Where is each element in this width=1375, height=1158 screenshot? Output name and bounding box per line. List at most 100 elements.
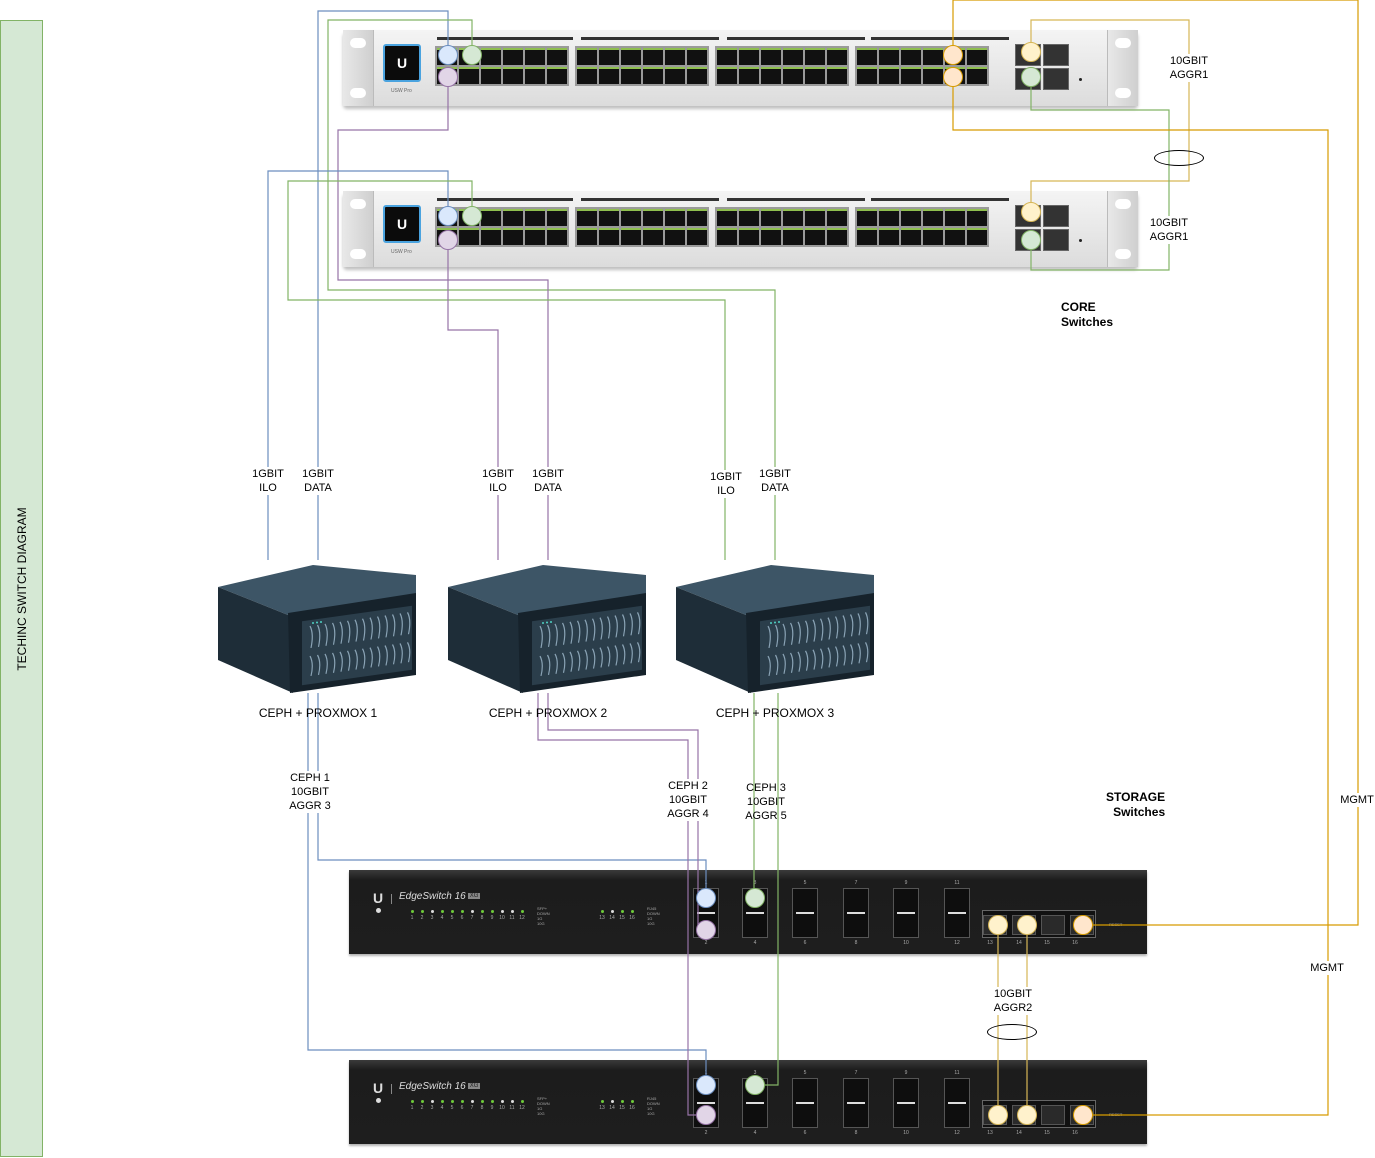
rj45-port bbox=[923, 67, 943, 84]
label-line: 10GBIT bbox=[1150, 217, 1188, 229]
port-group bbox=[715, 46, 849, 86]
port-marker-core2-green bbox=[462, 206, 482, 226]
port-number: 11 bbox=[954, 1070, 960, 1076]
cable-server1-storage2 bbox=[307, 693, 707, 1085]
label-line: 10G bbox=[647, 921, 655, 926]
label-line: CORE bbox=[1061, 300, 1096, 314]
port-number: 16 bbox=[1072, 1130, 1078, 1136]
port-number: 10 bbox=[903, 1130, 909, 1136]
label-line: DATA bbox=[304, 482, 332, 494]
rj45-port bbox=[525, 48, 545, 65]
label-line: 14 bbox=[609, 1105, 615, 1111]
label-line: RJ45 bbox=[647, 906, 657, 911]
rj45-port bbox=[577, 48, 597, 65]
rj45-port bbox=[857, 228, 877, 245]
reset-hole bbox=[1079, 239, 1082, 242]
rj45-port bbox=[879, 209, 899, 226]
rack-ear-left bbox=[343, 191, 374, 267]
rj45-port bbox=[717, 48, 737, 65]
rj45-port bbox=[967, 67, 987, 84]
label-line: 10 bbox=[499, 1105, 505, 1111]
led: 15 bbox=[617, 910, 627, 922]
label-line: 9 bbox=[490, 915, 494, 921]
label-line: 10G bbox=[537, 1111, 545, 1116]
cable-mgmt-1 bbox=[952, 0, 1359, 926]
port-number: 14 bbox=[1016, 940, 1022, 946]
label-line: 3 bbox=[430, 1105, 434, 1111]
led: 14 bbox=[607, 1100, 617, 1112]
label-line: 5 bbox=[450, 915, 454, 921]
led: 7 bbox=[467, 1100, 477, 1112]
rj45-port bbox=[717, 67, 737, 84]
rj45-port bbox=[621, 228, 641, 245]
label-line: 6 bbox=[460, 915, 464, 921]
rj45-port bbox=[783, 48, 803, 65]
rj45-port bbox=[879, 228, 899, 245]
led: 12 bbox=[517, 910, 527, 922]
rj45-port bbox=[503, 67, 523, 84]
rj45-port bbox=[665, 48, 685, 65]
rj45-port bbox=[783, 228, 803, 245]
led: 3 bbox=[427, 910, 437, 922]
label-line: DOWN bbox=[537, 1101, 550, 1106]
rj45-port bbox=[547, 209, 567, 226]
port-marker-storage1-port1 bbox=[696, 888, 716, 908]
label-line: 16 bbox=[629, 915, 635, 921]
port-marker-core1-mgmt-1 bbox=[943, 45, 963, 65]
rj45-port bbox=[687, 228, 707, 245]
label-line: EdgeSwitch 16 bbox=[399, 891, 466, 902]
port-group bbox=[575, 46, 709, 86]
rj45-port-grid bbox=[435, 207, 989, 247]
rj45-port bbox=[481, 67, 501, 84]
rj45-port bbox=[761, 228, 781, 245]
rj45-port bbox=[459, 228, 479, 245]
label-line: 8 bbox=[480, 915, 484, 921]
label-line: 7 bbox=[470, 1105, 474, 1111]
server-1 bbox=[218, 565, 418, 695]
label-line: AGGR2 bbox=[993, 1002, 1033, 1014]
rj45-port bbox=[525, 67, 545, 84]
label-line: 13 bbox=[599, 915, 605, 921]
label-line: 10 bbox=[499, 915, 505, 921]
led: 16 bbox=[627, 1100, 637, 1112]
ubiquiti-logo: U bbox=[373, 1080, 384, 1096]
port-marker-storage2-port14 bbox=[1017, 1105, 1037, 1125]
port-number: 8 bbox=[854, 940, 858, 946]
rj45-port bbox=[739, 209, 759, 226]
led: 5 bbox=[447, 1100, 457, 1112]
led: 2 bbox=[417, 1100, 427, 1112]
label-line: AGGR 5 bbox=[745, 810, 787, 822]
server3-name: CEPH + PROXMOX 3 bbox=[715, 706, 835, 720]
port-marker-core2-purple bbox=[438, 230, 458, 250]
led: 5 bbox=[447, 910, 457, 922]
rj45-port bbox=[643, 48, 663, 65]
label-line: 11 bbox=[509, 1105, 515, 1111]
led: 16 bbox=[627, 910, 637, 922]
mgmt-label-1: MGMT bbox=[1340, 793, 1374, 807]
rj45-port bbox=[717, 209, 737, 226]
ubiquiti-logo: U bbox=[373, 890, 384, 906]
rj45-port bbox=[599, 209, 619, 226]
label-line: 1GBIT bbox=[482, 468, 514, 480]
sfp-cage bbox=[893, 888, 919, 938]
port-number: 14 bbox=[1016, 1130, 1022, 1136]
rj45-port bbox=[901, 209, 921, 226]
mgmt-label-2: MGMT bbox=[1310, 961, 1344, 975]
label-line: AGGR 4 bbox=[667, 808, 709, 820]
power-led bbox=[376, 908, 381, 913]
port-marker-core1-sfp-2 bbox=[1021, 67, 1041, 87]
rack-ear-right bbox=[1107, 30, 1138, 106]
label-line: DOWN bbox=[647, 1101, 660, 1106]
label-line: 6 bbox=[460, 1105, 464, 1111]
label-line: 4 bbox=[440, 915, 444, 921]
led: 6 bbox=[457, 910, 467, 922]
rj45-port bbox=[717, 228, 737, 245]
server-3 bbox=[676, 565, 876, 695]
